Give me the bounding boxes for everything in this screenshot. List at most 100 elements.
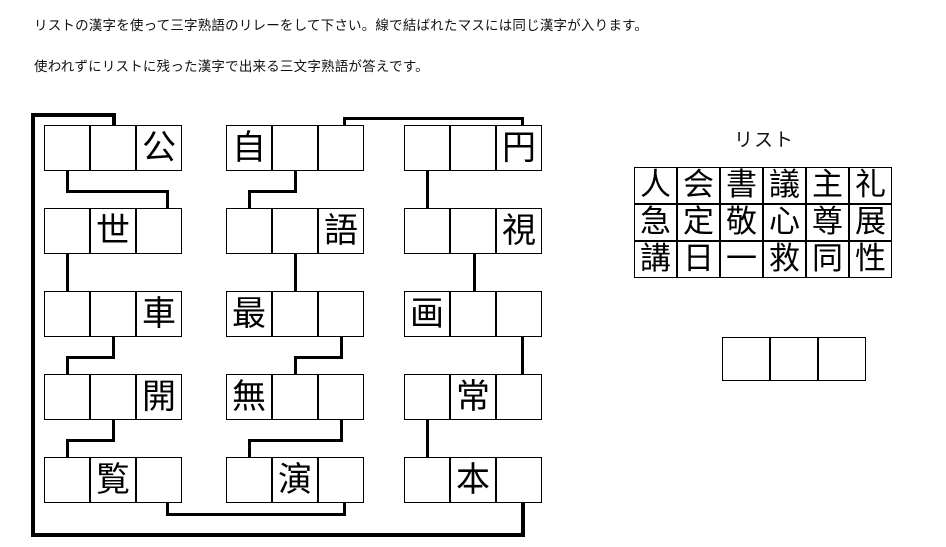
connector-b1-r4r5-horizontal <box>66 439 115 442</box>
puzzle-cell-b1-r3c2[interactable] <box>90 291 136 337</box>
list-cell-r1c3: 書 <box>720 167 763 204</box>
puzzle-cell-b2-r1c1[interactable]: 自 <box>226 125 272 171</box>
puzzle-cell-b1-r4c1[interactable] <box>44 374 90 420</box>
connector-r5-b2c3-up <box>343 503 346 516</box>
connector-r1-b2c3-up <box>343 117 346 127</box>
list-cell-r2c2: 定 <box>677 204 720 241</box>
list-cell-r2c5: 尊 <box>806 204 849 241</box>
list-cell-r3c4: 救 <box>763 241 806 278</box>
puzzle-cell-b3-r3c1[interactable]: 画 <box>404 291 450 337</box>
puzzle-cell-b2-r5c2[interactable]: 演 <box>272 457 318 503</box>
puzzle-cell-b3-r4c2[interactable]: 常 <box>450 374 496 420</box>
puzzle-cell-b2-r4c3[interactable] <box>318 374 364 420</box>
answer-cell-1[interactable] <box>722 337 770 381</box>
answer-cell-2[interactable] <box>770 337 818 381</box>
puzzle-cell-b1-r5c1[interactable] <box>44 457 90 503</box>
list-cell-r1c6: 礼 <box>849 167 892 204</box>
puzzle-cell-b3-r3c3[interactable] <box>496 291 542 337</box>
puzzle-cell-b1-r1c2[interactable] <box>90 125 136 171</box>
puzzle-cell-b1-r1c3[interactable]: 公 <box>136 125 182 171</box>
answer-cell-3[interactable] <box>818 337 866 381</box>
puzzle-cell-b3-r1c1[interactable] <box>404 125 450 171</box>
connector-b2-r3c3-down <box>340 336 343 358</box>
connector-b2-r1r2-horizontal <box>248 190 297 193</box>
puzzle-cell-b3-r1c3[interactable]: 円 <box>496 125 542 171</box>
puzzle-cell-b2-r1c3[interactable] <box>318 125 364 171</box>
puzzle-cell-b2-r2c1[interactable] <box>226 208 272 254</box>
connector-b1-r4c1-up <box>66 356 69 376</box>
puzzle-cell-b1-r4c2[interactable] <box>90 374 136 420</box>
list-cell-r1c4: 議 <box>763 167 806 204</box>
puzzle-cell-b2-r3c1[interactable]: 最 <box>226 291 272 337</box>
list-cell-r3c3: 一 <box>720 241 763 278</box>
connector-b2-r2c1-up <box>248 190 251 210</box>
puzzle-cell-b2-r4c2[interactable] <box>272 374 318 420</box>
connector-b1-r3c2-down <box>112 336 115 358</box>
instruction-line-1: リストの漢字を使って三字熟語のリレーをして下さい。線で結ばれたマスには同じ漢字が… <box>34 18 649 34</box>
connector-b2-r4c3-down <box>340 419 343 441</box>
puzzle-cell-b3-r1c2[interactable] <box>450 125 496 171</box>
puzzle-cell-b1-r3c1[interactable] <box>44 291 90 337</box>
connector-b3-r2c2-r3c2 <box>473 253 476 293</box>
puzzle-cell-b2-r1c2[interactable] <box>272 125 318 171</box>
list-cell-r3c6: 性 <box>849 241 892 278</box>
list-cell-r1c2: 会 <box>677 167 720 204</box>
list-title: リスト <box>734 129 795 151</box>
connector-b1-r5c1-up <box>66 439 69 459</box>
connector-b2-r5c1-up <box>248 439 251 459</box>
list-panel: 人 会 書 議 主 礼 急 定 敬 心 尊 展 講 日 一 救 同 性 <box>600 0 946 547</box>
puzzle-cell-b1-r4c3[interactable]: 開 <box>136 374 182 420</box>
puzzle-cell-b1-r5c3[interactable] <box>136 457 182 503</box>
puzzle-grid: 公 世 車 開 覧 自 語 最 無 演 円 視 画 常 本 <box>31 113 542 537</box>
puzzle-cell-b3-r4c3[interactable] <box>496 374 542 420</box>
puzzle-cell-b2-r4c1[interactable]: 無 <box>226 374 272 420</box>
puzzle-cell-b2-r5c3[interactable] <box>318 457 364 503</box>
list-cell-r3c2: 日 <box>677 241 720 278</box>
list-cell-r2c1: 急 <box>634 204 677 241</box>
puzzle-cell-b1-r5c2[interactable]: 覧 <box>90 457 136 503</box>
connector-b1-r4c2-down <box>112 419 115 441</box>
list-cell-r1c5: 主 <box>806 167 849 204</box>
list-cell-r3c5: 同 <box>806 241 849 278</box>
connector-r1-b3c3-down <box>521 117 524 127</box>
puzzle-cell-b1-r1c1[interactable] <box>44 125 90 171</box>
puzzle-cell-b2-r5c1[interactable] <box>226 457 272 503</box>
puzzle-cell-b3-r2c1[interactable] <box>404 208 450 254</box>
puzzle-cell-b1-r2c2[interactable]: 世 <box>90 208 136 254</box>
puzzle-cell-b1-r2c1[interactable] <box>44 208 90 254</box>
connector-b1-r1r2-horizontal <box>66 190 169 193</box>
connector-b1-r1c1-down <box>66 170 69 192</box>
puzzle-cell-b2-r2c2[interactable] <box>272 208 318 254</box>
puzzle-cell-b3-r4c1[interactable] <box>404 374 450 420</box>
connector-b2-r1c2-down <box>294 170 297 192</box>
list-cell-r3c1: 講 <box>634 241 677 278</box>
connector-r5-b1c3-b2c3-horizontal <box>166 513 346 516</box>
outer-loop-top-segment <box>31 113 116 117</box>
instruction-line-2: 使われずにリストに残った漢字で出来る三文字熟語が答えです。 <box>34 59 429 75</box>
puzzle-cell-b3-r5c2[interactable]: 本 <box>450 457 496 503</box>
connector-b3-r3c3-r4c3 <box>521 336 524 376</box>
connector-b3-r1c1-r2c1 <box>426 170 429 210</box>
connector-b2-r4c2-up <box>294 356 297 376</box>
puzzle-cell-b2-r3c3[interactable] <box>318 291 364 337</box>
puzzle-cell-b3-r2c3[interactable]: 視 <box>496 208 542 254</box>
connector-r1-b2c3-b3c3-horizontal <box>343 117 524 120</box>
connector-b2-r3r4-horizontal <box>294 356 343 359</box>
outer-loop-bottom-segment <box>31 533 525 537</box>
connector-b2-r4r5-horizontal <box>248 439 343 442</box>
list-cell-r2c3: 敬 <box>720 204 763 241</box>
puzzle-cell-b2-r3c2[interactable] <box>272 291 318 337</box>
outer-loop-bottom-rise <box>521 503 525 537</box>
puzzle-cell-b3-r5c1[interactable] <box>404 457 450 503</box>
puzzle-cell-b3-r3c2[interactable] <box>450 291 496 337</box>
puzzle-cell-b1-r2c3[interactable] <box>136 208 182 254</box>
puzzle-cell-b2-r2c3[interactable]: 語 <box>318 208 364 254</box>
list-cell-r1c1: 人 <box>634 167 677 204</box>
puzzle-cell-b3-r2c2[interactable] <box>450 208 496 254</box>
connector-b1-r3r4-horizontal <box>66 356 115 359</box>
outer-loop-top-drop <box>112 113 116 127</box>
connector-b3-r4c1-r5c1 <box>426 419 429 459</box>
puzzle-cell-b3-r5c3[interactable] <box>496 457 542 503</box>
puzzle-cell-b1-r3c3[interactable]: 車 <box>136 291 182 337</box>
list-cell-r2c6: 展 <box>849 204 892 241</box>
